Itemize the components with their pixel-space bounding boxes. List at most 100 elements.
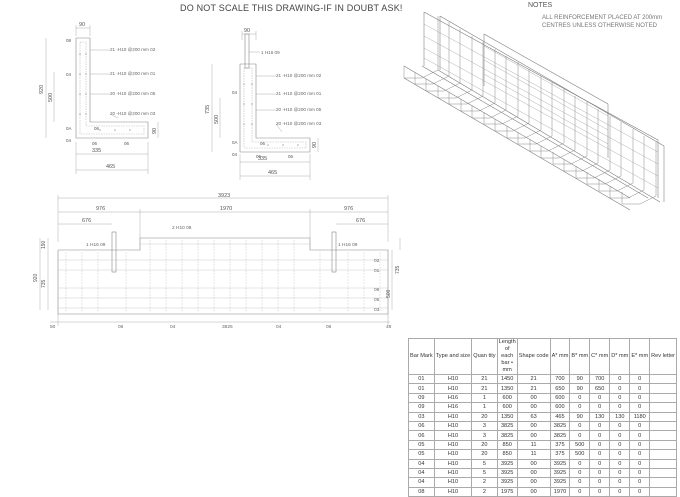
schedule-cell: H10 (433, 449, 473, 460)
elevation-h16-left (111, 231, 117, 273)
schedule-cell: 05 (408, 439, 435, 451)
schedule-cell (649, 430, 678, 441)
schedule-cell: 0 (609, 458, 631, 469)
schedule-header-row: Bar Mark Type and size Quan tity Length … (408, 338, 678, 375)
schedule-cell: 0 (609, 383, 631, 394)
schedule-cell (649, 411, 678, 422)
schedule-cell: 2 (471, 486, 498, 497)
section-b-callout-2: 21 -H10 @200 mm 01 (276, 91, 322, 96)
schedule-cell: 0 (609, 486, 631, 497)
elevation-horizontal-bars (58, 243, 388, 309)
section-b-inner-bar (243, 67, 307, 149)
schedule-cell: 375 (549, 439, 571, 451)
elevation-mark-03: 03 (374, 307, 380, 313)
schedule-cell: 3925 (496, 458, 518, 469)
schedule-cell: H10 (433, 486, 473, 497)
section-a-mark-06a: 06 (94, 126, 100, 131)
elevation-left-920: 920 (33, 273, 39, 282)
schedule-cell: 0 (569, 392, 591, 404)
schedule-cell: H10 (433, 411, 473, 422)
schedule-cell: 04 (408, 458, 435, 469)
elevation-mark-05: 05 (374, 297, 380, 303)
schedule-cell: 1180 (629, 411, 651, 422)
section-b-dim-465: 465 (268, 170, 277, 176)
elevation-top-bar-label: 2 H10 08 (172, 225, 192, 231)
schedule-header: Shape code (516, 338, 551, 375)
schedule-cell (649, 420, 678, 432)
section-a-drawing: 90 920 500 90 335 465 08 04 0A 04 06 06 … (39, 22, 159, 174)
schedule-cell: 3925 (496, 477, 518, 488)
elevation-bottom-50: 50 (50, 324, 56, 330)
schedule-cell: 130 (609, 411, 631, 422)
section-a-dim-inner: 500 (48, 93, 54, 102)
section-a-dim-base: 90 (152, 128, 158, 134)
schedule-cell: 20 (471, 439, 498, 451)
section-a-mark-04a: 04 (66, 72, 72, 77)
schedule-header: Quan tity (471, 338, 498, 375)
schedule-cell: 0 (589, 430, 611, 441)
elevation-dim-676-left: 676 (82, 218, 91, 224)
section-b-dim-height: 735 (205, 105, 211, 114)
schedule-cell: 3825 (496, 420, 518, 432)
section-b-dim-base: 90 (312, 142, 318, 148)
schedule-header: D* mm (609, 338, 631, 375)
schedule-cell: 0 (589, 392, 611, 404)
schedule-cell: 3 (471, 420, 498, 432)
schedule-cell: 3825 (549, 420, 571, 432)
schedule-cell: 130 (589, 411, 611, 422)
schedule-cell: 06 (408, 430, 435, 441)
elevation-dim-976-left: 976 (96, 206, 105, 212)
elevation-mark-02: 02 (374, 258, 380, 264)
section-a-mark-04b: 04 (66, 138, 72, 143)
schedule-cell: 00 (516, 486, 551, 497)
schedule-cell: 850 (496, 439, 518, 451)
schedule-cell: 1 (471, 392, 498, 404)
isometric-reinforcement-cage (403, 12, 665, 211)
section-b-callout-4: 20 -H10 @200 mm 03 (276, 121, 322, 126)
elevation-outline (57, 237, 389, 315)
section-a-mark-08: 08 (66, 38, 72, 43)
schedule-cell: 63 (516, 411, 551, 422)
schedule-cell: 465 (549, 411, 571, 422)
section-b-h16-bar (244, 33, 250, 69)
section-b-callout-3: 20 -H10 @200 mm 05 (276, 107, 322, 112)
schedule-cell: 0 (609, 420, 631, 432)
schedule-cell: 1 (471, 402, 498, 413)
section-b-bar-dots (243, 83, 299, 146)
schedule-cell: 03 (408, 411, 435, 422)
schedule-cell: 01 (408, 373, 435, 385)
section-b-mark-0a: 0A (232, 140, 238, 145)
section-a-bar-dots (79, 53, 131, 131)
schedule-cell: H10 (433, 420, 473, 432)
schedule-cell: 00 (516, 430, 551, 441)
schedule-cell: 0 (629, 420, 651, 432)
section-b-drawing: 90 735 500 90 335 465 04 0A 04 06 06 06 … (205, 28, 322, 180)
schedule-cell: 375 (549, 449, 571, 460)
schedule-cell: H16 (433, 392, 473, 404)
schedule-cell (649, 383, 678, 394)
section-a-dim-height: 920 (39, 85, 45, 94)
elevation-dim-976-right: 976 (344, 206, 353, 212)
schedule-cell: 3 (471, 430, 498, 441)
schedule-cell: H10 (433, 383, 473, 394)
section-a-dim-465: 465 (106, 164, 115, 170)
section-a-mark-06b: 06 (92, 141, 98, 146)
schedule-cell: 0 (589, 477, 611, 488)
section-b-dim-top: 90 (244, 28, 250, 34)
schedule-cell: 0 (609, 373, 631, 385)
schedule-cell: 2 (471, 477, 498, 488)
schedule-cell: 0 (569, 477, 591, 488)
schedule-header: E* mm (629, 338, 651, 375)
schedule-cell: 3925 (496, 467, 518, 479)
schedule-cell: 700 (549, 373, 571, 385)
schedule-cell: 700 (589, 373, 611, 385)
schedule-cell: 0 (629, 373, 651, 385)
notes-line-2: CENTRES UNLESS OTHERWISE NOTED (542, 23, 657, 29)
